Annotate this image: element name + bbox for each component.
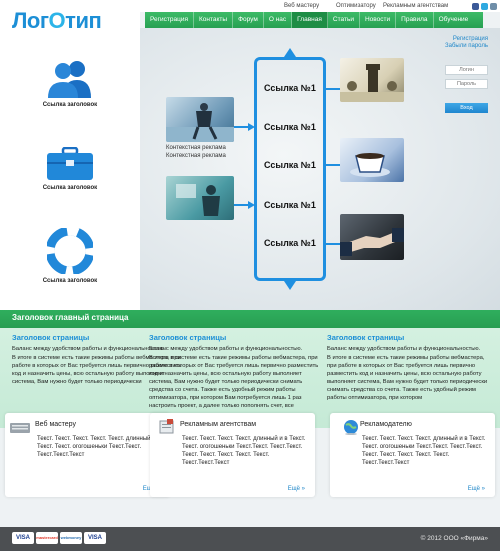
- nav-item-registration[interactable]: Регистрация: [145, 12, 194, 28]
- forgot-password-link[interactable]: Забыли пароль: [445, 43, 488, 49]
- pointer-left-2: [248, 201, 255, 209]
- column-text: Баланс между удобством работы и функцион…: [327, 346, 481, 352]
- copyright: © 2012 ООО «Фирма»: [420, 535, 488, 542]
- nav-item-contacts[interactable]: Контакты: [194, 12, 234, 28]
- hero-photo-business: [166, 97, 234, 142]
- sidebar-item-2[interactable]: Ссылка заголовок: [0, 147, 140, 191]
- section-column-1: Заголовок страницы Баланс между удобство…: [12, 333, 184, 387]
- pointer-left-1: [248, 123, 255, 131]
- hero-photo-office: [166, 176, 234, 220]
- hero-link-4[interactable]: Ссылка №1: [264, 200, 316, 210]
- sidebar-item-label: Ссылка заголовок: [42, 278, 98, 284]
- password-input[interactable]: [445, 79, 488, 89]
- main-nav: Регистрация Контакты Форум О нас Главная…: [145, 12, 483, 28]
- social-icon[interactable]: [490, 3, 497, 10]
- card-title: Рекламодателю: [360, 421, 412, 428]
- hero-photo-coffee: [340, 138, 404, 182]
- section-column-2: Заголовок страницы Баланс между удобство…: [149, 333, 321, 411]
- connector-right-3: [326, 243, 340, 245]
- column-text: Баланс между удобством работы и функцион…: [12, 346, 166, 352]
- nav-item-news[interactable]: Новости: [360, 12, 397, 28]
- links-frame: [254, 57, 326, 281]
- twitter-icon[interactable]: [481, 3, 488, 10]
- topbar-link-webmaster[interactable]: Веб мастеру: [284, 3, 320, 9]
- top-bar: Веб мастеру Оптимизатору Рекламным агент…: [140, 0, 500, 12]
- column-text: Баланс между удобством работы и функцион…: [149, 346, 303, 352]
- card-text: Текст. Текст. Текст. Текст. длинный и в …: [362, 436, 486, 466]
- nav-item-rules[interactable]: Правила: [396, 12, 434, 28]
- logo-part2: О: [48, 8, 66, 33]
- hero-caption-2: Контекстная реклама: [166, 153, 226, 159]
- register-link[interactable]: Регистрация: [452, 36, 488, 42]
- scroll-down-arrow[interactable]: [284, 281, 296, 290]
- connector-right-1: [326, 88, 340, 90]
- nav-item-articles[interactable]: Статьи: [328, 12, 360, 28]
- connector-left-2: [234, 204, 250, 206]
- card-title: Рекламным агентствам: [180, 421, 257, 428]
- webmoney-icon: webmoney: [60, 532, 82, 544]
- hero-link-1[interactable]: Ссылка №1: [264, 83, 316, 93]
- keyboard-icon: [10, 423, 30, 433]
- section-header-bar: [0, 310, 500, 330]
- hero-photo-handshake: [340, 214, 404, 260]
- logo-part3: тип: [65, 8, 102, 33]
- logo[interactable]: ЛогОтип: [12, 8, 102, 34]
- hero-photo-chess: [340, 58, 404, 102]
- column-text: В итоге в системе есть такие режимы рабо…: [12, 355, 182, 385]
- hero-link-3[interactable]: Ссылка №1: [264, 160, 316, 170]
- section-column-3: Заголовок страницы Баланс между удобство…: [327, 333, 491, 403]
- nav-item-forum[interactable]: Форум: [233, 12, 264, 28]
- hero-area: [140, 28, 500, 310]
- nav-item-learning[interactable]: Обучение: [438, 16, 469, 23]
- hero-caption-1: Контекстная реклама: [166, 145, 226, 151]
- login-input[interactable]: [445, 65, 488, 75]
- card-title: Веб мастеру: [35, 421, 76, 428]
- topbar-link-optimizer[interactable]: Оптимизатору: [336, 3, 376, 9]
- logo-part1: Лог: [12, 8, 49, 33]
- facebook-icon[interactable]: [472, 3, 479, 10]
- card-advertisers: Рекламодателю Текст. Текст. Текст. Текст…: [330, 413, 495, 497]
- nav-item-about[interactable]: О нас: [264, 12, 293, 28]
- mastercard-icon: mastercard: [36, 532, 58, 544]
- card-text: Текст. Текст. Текст. Текст. длинный и в …: [182, 436, 306, 466]
- scroll-up-arrow[interactable]: [284, 48, 296, 57]
- visa-icon: VISA: [12, 532, 34, 544]
- sidebar-item-1[interactable]: Ссылка заголовок: [0, 58, 140, 108]
- lifebuoy-icon: [47, 228, 93, 274]
- column-text: В итоге в системе есть такие режимы рабо…: [327, 355, 488, 401]
- topbar-link-agencies[interactable]: Рекламным агентствам: [383, 3, 449, 9]
- column-text: В итоге в системе есть такие режимы рабо…: [149, 355, 319, 409]
- login-button[interactable]: Вход: [445, 103, 488, 113]
- card-agencies: Рекламным агентствам Текст. Текст. Текст…: [150, 413, 315, 497]
- card-more-link[interactable]: Ещё »: [467, 486, 485, 492]
- sidebar-item-3[interactable]: Ссылка заголовок: [0, 228, 140, 284]
- footer: [0, 527, 500, 551]
- hero-link-5[interactable]: Ссылка №1: [264, 238, 316, 248]
- users-icon: [48, 61, 91, 98]
- document-icon: [159, 419, 174, 434]
- sidebar-item-label: Ссылка заголовок: [42, 102, 98, 108]
- section-title: Заголовок главный страница: [12, 313, 129, 322]
- connector-right-2: [326, 164, 340, 166]
- sidebar-item-label: Ссылка заголовок: [42, 185, 98, 191]
- nav-item-home[interactable]: Главная: [292, 12, 328, 28]
- card-text: Текст. Текст. Текст. Текст. Текст. длинн…: [37, 436, 161, 458]
- column-heading: Заголовок страницы: [12, 333, 90, 342]
- column-heading: Заголовок страницы: [327, 333, 405, 342]
- briefcase-icon: [47, 147, 93, 180]
- column-heading: Заголовок страницы: [149, 333, 227, 342]
- card-webmaster: Веб мастеру Текст. Текст. Текст. Текст. …: [5, 413, 170, 497]
- section-columns: [0, 328, 500, 428]
- globe-icon: [344, 420, 358, 435]
- card-more-link[interactable]: Ещё »: [287, 486, 305, 492]
- connector-left-1: [234, 126, 250, 128]
- hero-link-2[interactable]: Ссылка №1: [264, 122, 316, 132]
- visa-icon-2: VISA: [84, 532, 106, 544]
